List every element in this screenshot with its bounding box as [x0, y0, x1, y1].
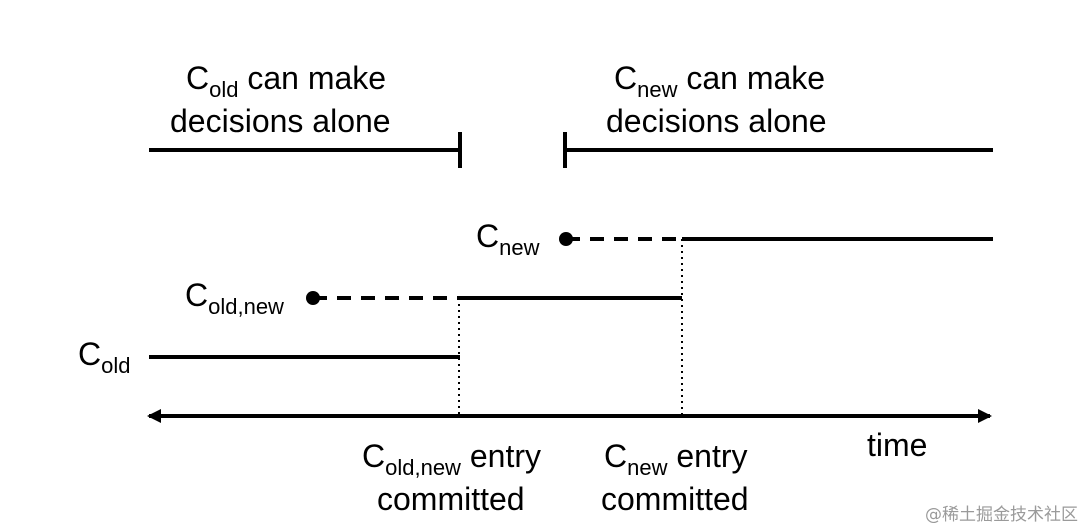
config-joint-sub: old,new [208, 294, 284, 319]
config-new-label: Cnew [476, 218, 540, 260]
config-old-label: Cold [78, 336, 130, 378]
time-axis-label: time [867, 427, 927, 463]
old-alone-sub: old [209, 77, 238, 102]
joint-commit-label-line1: Cold,new entry [362, 438, 541, 480]
new-commit-sub: new [627, 455, 667, 480]
new-alone-label-line2: decisions alone [606, 103, 827, 139]
joint-commit-rest: entry [461, 438, 541, 474]
joint-commit-sub: old,new [385, 455, 461, 480]
config-old-c: C [78, 336, 101, 372]
new-alone-label-line1: Cnew can make [614, 60, 825, 102]
joint-commit-label-line2: committed [377, 481, 525, 517]
new-commit-rest: entry [667, 438, 747, 474]
joint-commit-c: C [362, 438, 385, 474]
config-old-sub: old [101, 353, 130, 378]
config-joint-c: C [185, 277, 208, 313]
config-new-c: C [476, 218, 499, 254]
config-joint-label: Cold,new [185, 277, 284, 319]
new-commit-label-line1: Cnew entry [604, 438, 748, 480]
new-commit-label-line2: committed [601, 481, 749, 517]
new-alone-rest: can make [677, 60, 825, 96]
old-alone-rest: can make [238, 60, 386, 96]
new-commit-c: C [604, 438, 627, 474]
config-new-sub: new [499, 235, 539, 260]
watermark: @稀土掘金技术社区 [925, 505, 1078, 525]
old-alone-label-line2: decisions alone [170, 103, 391, 139]
new-alone-sub: new [637, 77, 677, 102]
new-alone-c: C [614, 60, 637, 96]
old-alone-label-line1: Cold can make [186, 60, 386, 102]
old-alone-c: C [186, 60, 209, 96]
